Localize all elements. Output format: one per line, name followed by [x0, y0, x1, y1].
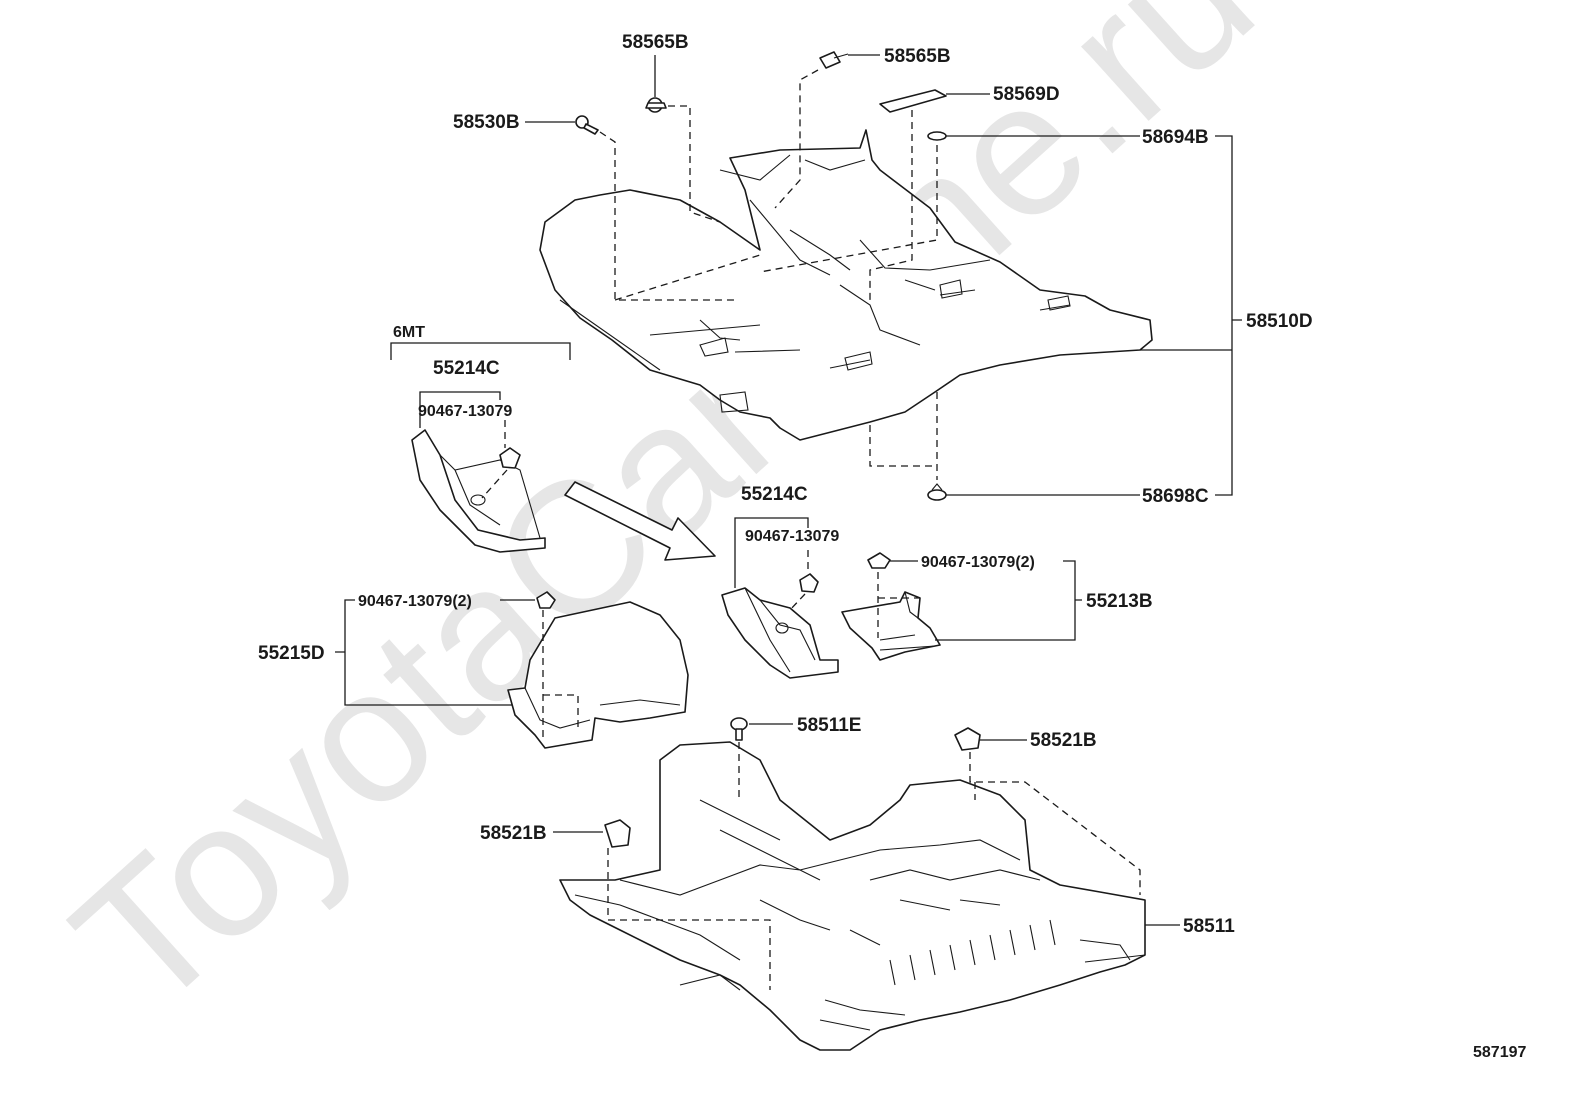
direction-arrow [564, 481, 716, 561]
label-58521B-right: 58521B [1030, 730, 1097, 751]
floor-pad-55215D [507, 601, 689, 749]
label-58511: 58511 [1183, 916, 1235, 937]
dash-58565B-top [668, 105, 721, 223]
leader-55214C-left [419, 391, 501, 428]
floor-side-pad-55214C-6MT [411, 429, 546, 553]
clip-58530B [575, 115, 599, 135]
label-58530B: 58530B [453, 112, 520, 133]
clip-90467-left [499, 447, 521, 469]
floor-silencer-58511 [559, 741, 1146, 1051]
bracket-55213B [935, 560, 1082, 641]
clip-90467-mid [799, 573, 819, 593]
dash-90467-2-left [542, 610, 579, 742]
grommet-58694B [927, 131, 947, 141]
label-55213B: 55213B [1086, 591, 1153, 612]
dash-58698C [869, 392, 938, 480]
clip-58511E [730, 717, 748, 741]
clip-90467-2-left [536, 591, 556, 609]
dash-58530B [599, 131, 761, 301]
dash-90467-2-right [877, 572, 920, 638]
label-58510D: 58510D [1246, 311, 1313, 332]
bracket-55215D [335, 599, 512, 706]
dash-58521B-left [607, 848, 771, 990]
leader-55214C-mid [734, 517, 809, 588]
label-90467-2-right: 90467-13079(2) [921, 554, 1035, 571]
trim-strip-58569D [879, 89, 947, 113]
label-58694B: 58694B [1142, 127, 1209, 148]
floor-side-pad-55214C [721, 587, 839, 679]
clip-58521B-right [954, 727, 981, 751]
clip-58565B-top [645, 97, 667, 113]
bracket-6MT [390, 342, 571, 360]
label-58511E: 58511E [797, 715, 861, 736]
clip-90467-2-right [867, 552, 891, 569]
label-group-6MT: 6MT [393, 324, 425, 341]
label-55214C-left: 55214C [433, 358, 500, 379]
grommet-58698C [927, 483, 947, 501]
label-58698C: 58698C [1142, 486, 1209, 507]
label-58521B-left: 58521B [480, 823, 547, 844]
label-55214C-mid: 55214C [741, 484, 808, 505]
dash-90467-left [481, 420, 508, 499]
label-90467-mid: 90467-13079 [745, 528, 839, 545]
dash-90467-mid [789, 550, 809, 611]
screw-58565B-right [819, 51, 849, 69]
label-55215D: 55215D [258, 643, 325, 664]
diagram-id: 587197 [1473, 1044, 1526, 1061]
label-58569D: 58569D [993, 84, 1060, 105]
dash-58521B-right [969, 752, 1141, 895]
floor-carpet-58510D [539, 129, 1153, 441]
clip-58521B-left [604, 819, 631, 848]
label-58565B-top: 58565B [622, 32, 689, 53]
label-90467-2-left: 90467-13079(2) [358, 593, 472, 610]
label-90467-left: 90467-13079 [418, 403, 512, 420]
label-58565B-right: 58565B [884, 46, 951, 67]
dash-58569D [869, 110, 913, 300]
bracket-58510D [1140, 135, 1242, 496]
floor-pad-55213B [841, 591, 941, 661]
